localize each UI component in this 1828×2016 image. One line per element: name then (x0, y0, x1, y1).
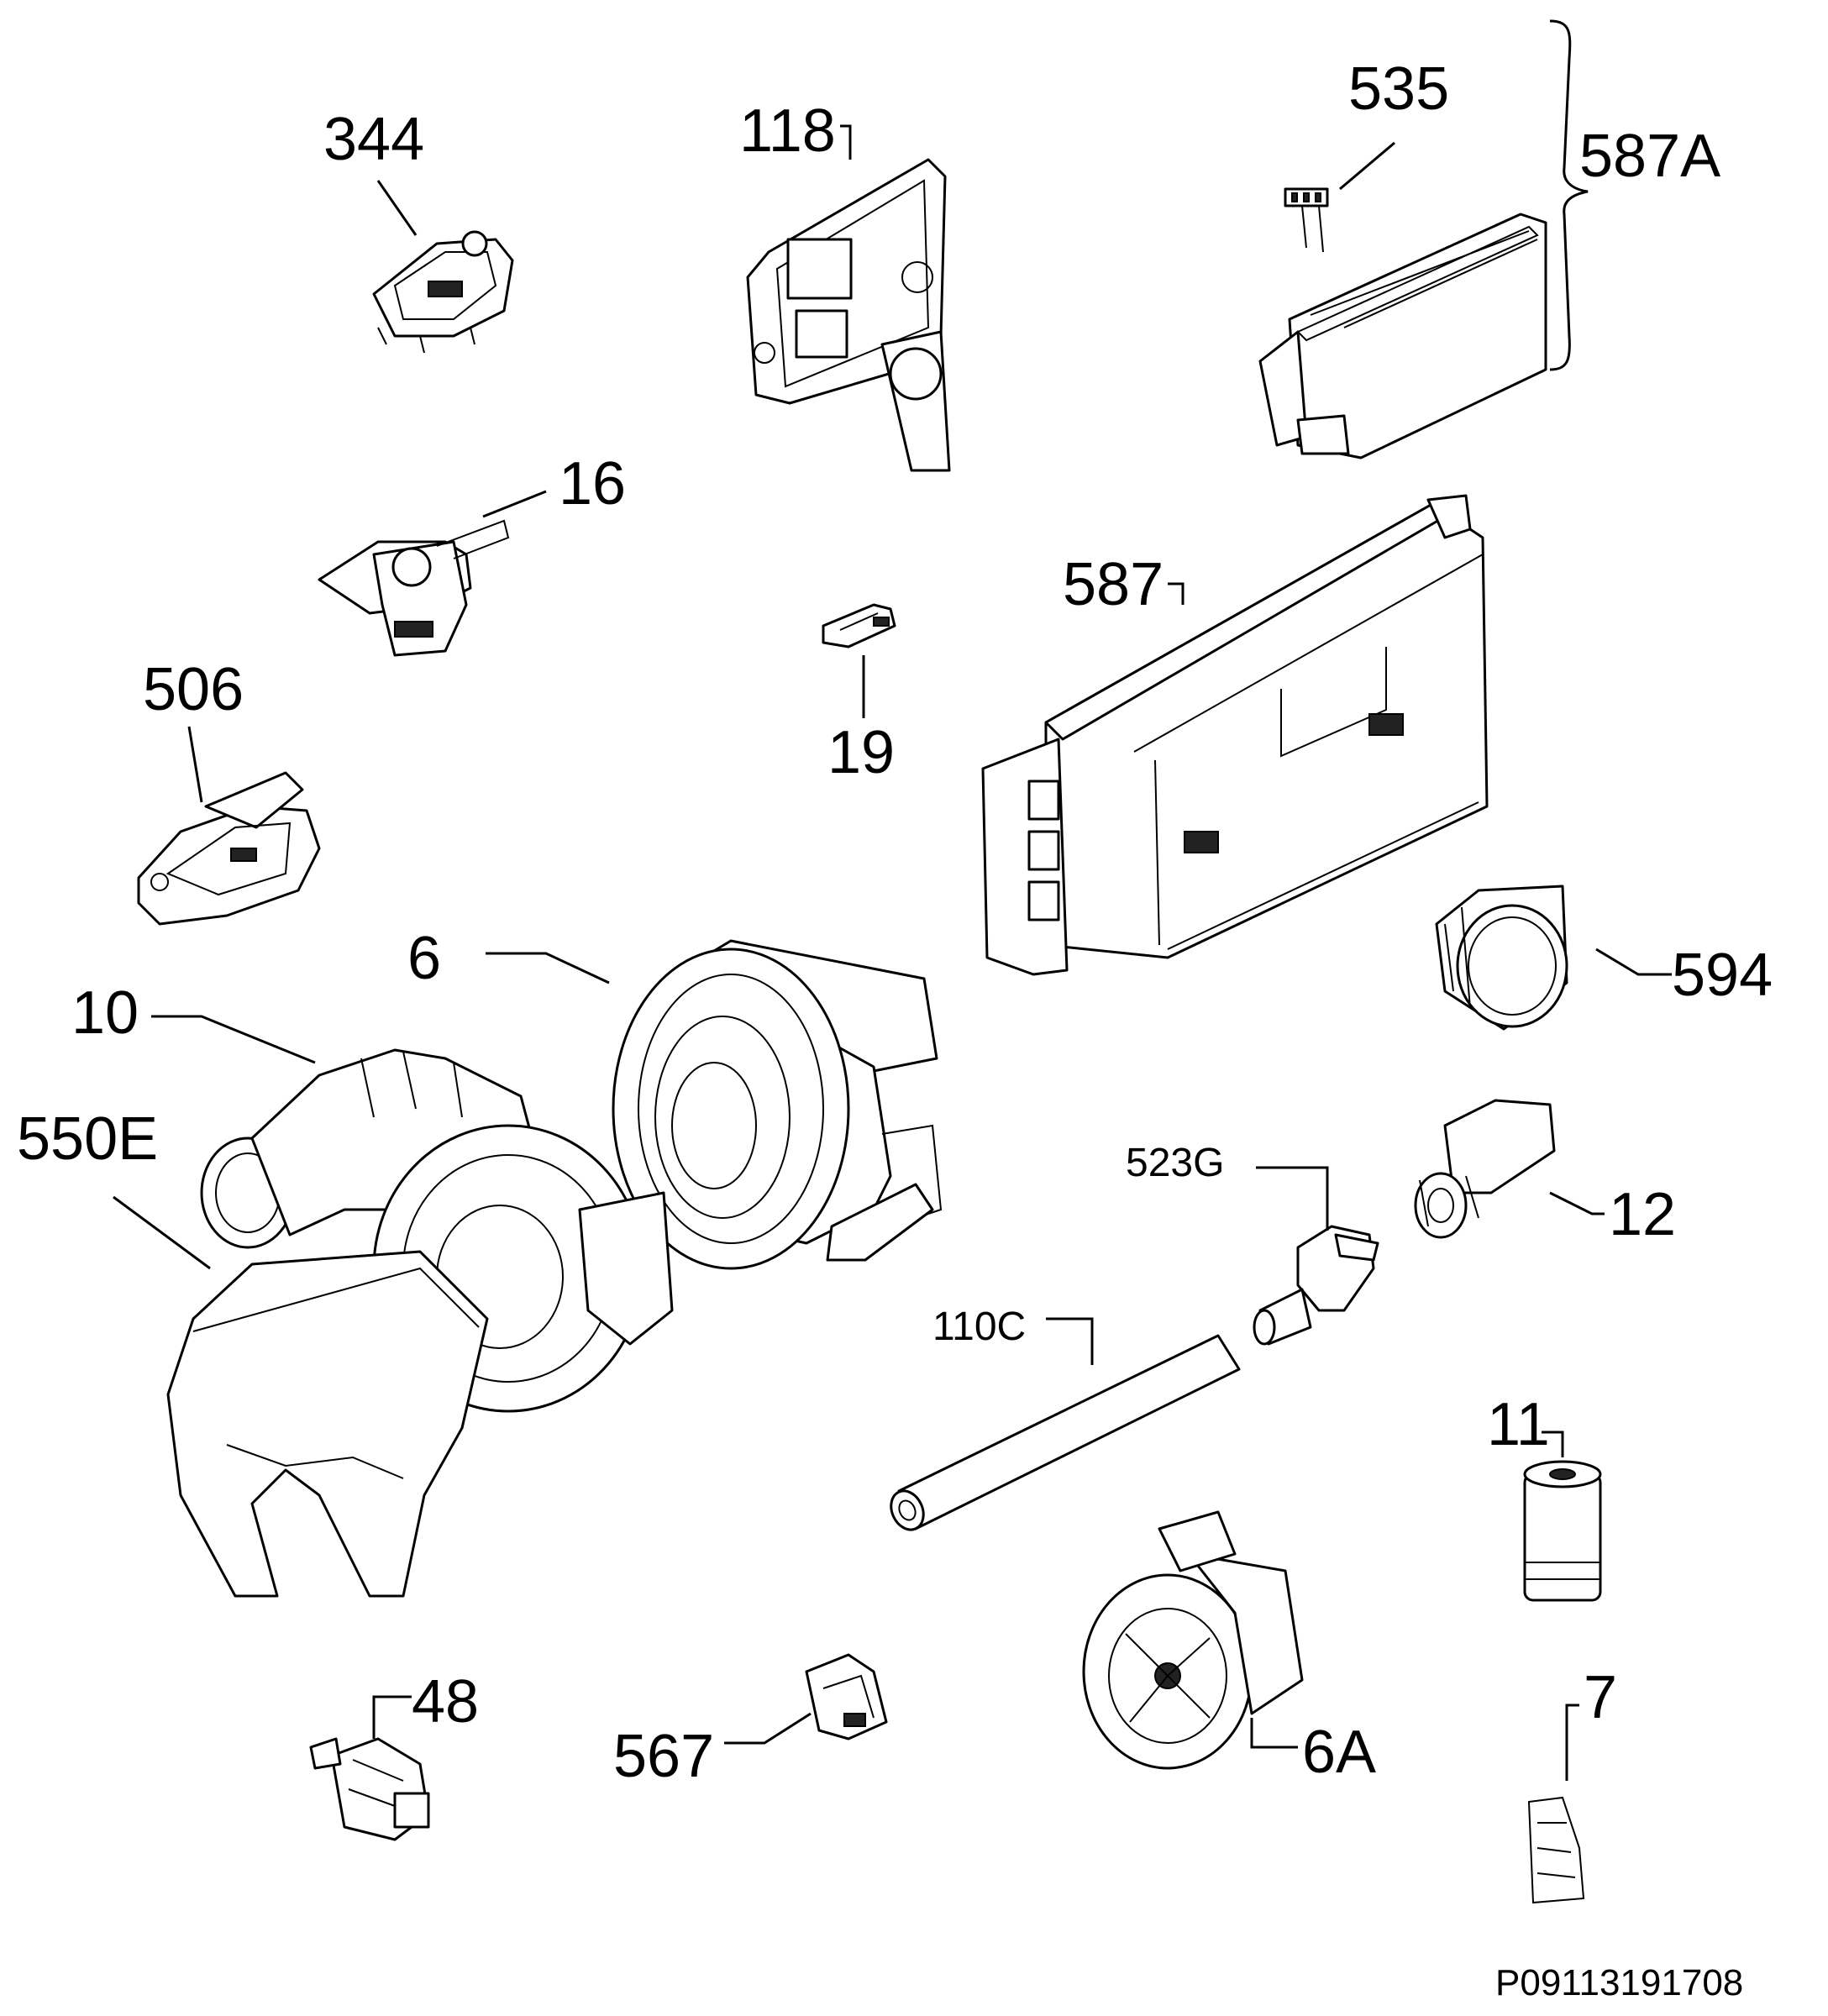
part-567 (805, 1653, 888, 1740)
label-594: 594 (1672, 942, 1773, 1009)
part-523G (1253, 1225, 1379, 1346)
label-11: 11 (1487, 1391, 1550, 1458)
part-550E (166, 1124, 674, 1598)
label-7: 7 (1584, 1664, 1617, 1731)
part-12 (1414, 1099, 1556, 1239)
part-118 (746, 158, 951, 472)
label-344: 344 (323, 106, 424, 173)
part-48 (309, 1737, 430, 1841)
label-118: 118 (739, 97, 836, 165)
label-550E: 550E (17, 1105, 158, 1173)
label-6: 6 (407, 925, 441, 992)
part-587 (981, 494, 1489, 976)
part-535 (1284, 187, 1329, 253)
part-6 (612, 939, 943, 1270)
label-10: 10 (71, 979, 139, 1047)
part-506 (137, 771, 321, 926)
label-567: 567 (613, 1723, 714, 1790)
label-523G: 523G (1126, 1141, 1224, 1185)
part-6A (1082, 1510, 1304, 1770)
part-11 (1523, 1460, 1602, 1602)
label-6A: 6A (1302, 1719, 1376, 1786)
drawing-reference-number: P09113191708 (1495, 1962, 1743, 2003)
label-48: 48 (412, 1668, 479, 1735)
part-587A (1258, 213, 1547, 459)
part-19 (822, 603, 896, 648)
part-344 (372, 230, 514, 354)
label-535: 535 (1348, 55, 1449, 123)
part-16 (318, 519, 510, 657)
label-506: 506 (143, 656, 244, 723)
part-594 (1435, 885, 1568, 1031)
brace-587A (1549, 19, 1589, 371)
part-110C (890, 1334, 1241, 1531)
label-587: 587 (1063, 551, 1164, 618)
label-19: 19 (827, 719, 895, 786)
label-12: 12 (1609, 1181, 1676, 1248)
label-16: 16 (559, 450, 626, 517)
label-110C: 110C (932, 1305, 1026, 1349)
part-7 (1527, 1796, 1585, 1904)
label-587A: 587A (1579, 123, 1720, 190)
